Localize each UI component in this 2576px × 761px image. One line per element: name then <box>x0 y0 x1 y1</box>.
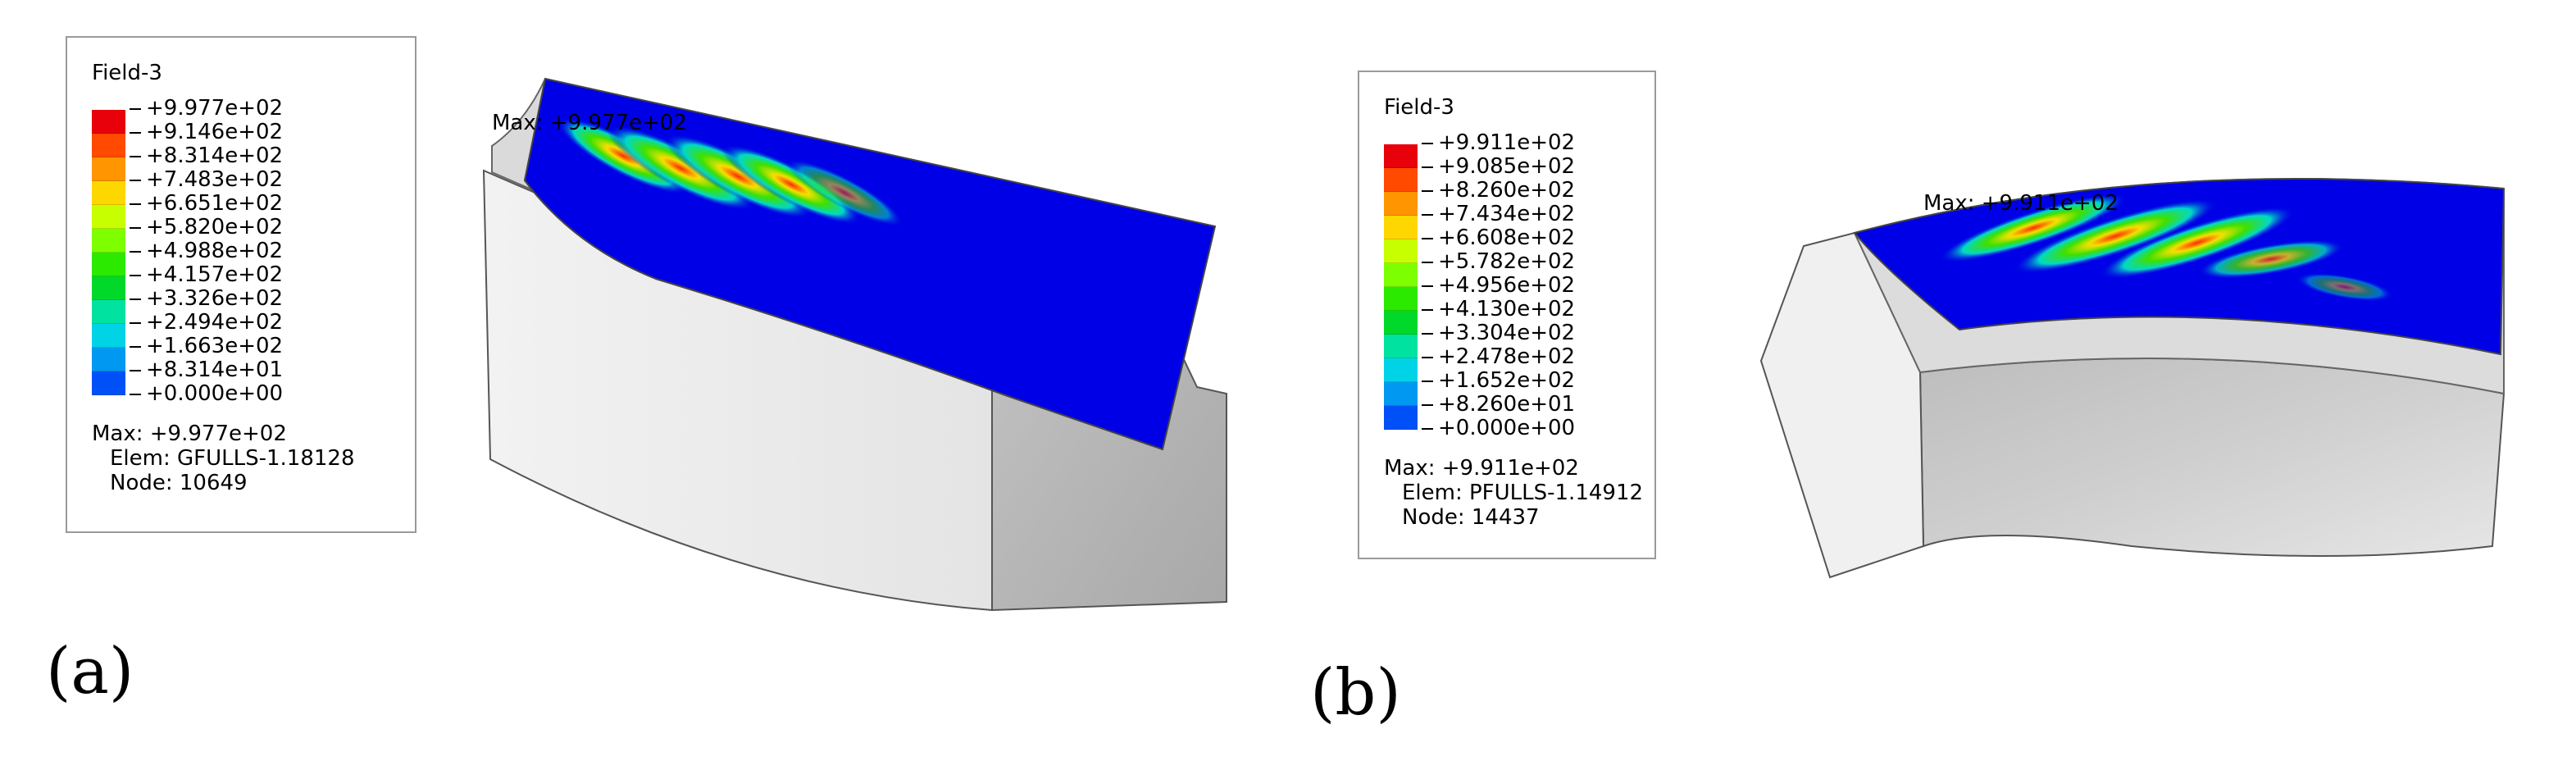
colorbar-swatch <box>1384 263 1418 287</box>
legend-a-tick: +2.494e+02 <box>130 311 283 335</box>
legend-b-tick: +3.304e+02 <box>1422 321 1575 345</box>
legend-b: Field-3 +9.911e+02 +9.085e+02 +8.260e+02… <box>1358 71 1656 559</box>
legend-b-tick: +5.782e+02 <box>1422 250 1575 274</box>
legend-a-ticks: +9.977e+02 +9.146e+02 +8.314e+02 +7.483e… <box>130 97 283 406</box>
legend-a-tick: +6.651e+02 <box>130 192 283 216</box>
colorbar-swatch <box>92 134 125 157</box>
colorbar-swatch <box>1384 239 1418 263</box>
legend-a-tick: +9.146e+02 <box>130 121 283 144</box>
legend-b-node: Node: 14437 <box>1402 505 1540 530</box>
model-b-hotspots <box>1939 194 2394 302</box>
legend-b-info: Max: +9.911e+02 Elem: PFULLS-1.14912 Nod… <box>1384 456 1643 530</box>
colorbar-swatch <box>1384 216 1418 239</box>
legend-b-tick: +0.000e+00 <box>1422 417 1575 440</box>
legend-b-tick: +4.956e+02 <box>1422 274 1575 298</box>
model-b: Max: +9.911e+02 <box>1759 178 2505 579</box>
legend-b-tick: +6.608e+02 <box>1422 226 1575 250</box>
panel-label-a: (a) <box>46 635 134 709</box>
legend-a-title: Field-3 <box>92 61 162 85</box>
legend-b-tick: +4.130e+02 <box>1422 298 1575 321</box>
legend-b-tick: +7.434e+02 <box>1422 203 1575 226</box>
legend-a-tick: +3.326e+02 <box>130 287 283 311</box>
legend-a-tick: +7.483e+02 <box>130 168 283 192</box>
legend-a-colorbar <box>92 110 125 395</box>
legend-a: Field-3 +9.977e+02 +9.146e+02 +8.314e+02… <box>66 36 416 533</box>
colorbar-swatch <box>1384 287 1418 311</box>
legend-b-title: Field-3 <box>1384 95 1454 120</box>
colorbar-swatch <box>92 229 125 253</box>
model-b-max-annotation: Max: +9.911e+02 <box>1923 191 2119 216</box>
colorbar-swatch <box>92 300 125 324</box>
model-a-hotspots <box>557 117 903 226</box>
panel-label-b: (b) <box>1310 656 1401 730</box>
model-a-max-annotation: Max: +9.977e+02 <box>492 111 687 135</box>
model-a-side-face <box>482 169 993 612</box>
legend-b-tick: +8.260e+01 <box>1422 393 1575 417</box>
legend-b-max: Max: +9.911e+02 <box>1384 456 1579 481</box>
colorbar-swatch <box>1384 358 1418 382</box>
colorbar-swatch <box>92 371 125 395</box>
colorbar-swatch <box>92 253 125 276</box>
legend-a-tick: +8.314e+02 <box>130 144 283 168</box>
legend-a-tick: +4.988e+02 <box>130 239 283 263</box>
legend-b-elem: Elem: PFULLS-1.14912 <box>1402 481 1644 505</box>
legend-a-max: Max: +9.977e+02 <box>92 422 287 446</box>
colorbar-swatch <box>92 157 125 181</box>
colorbar-swatch <box>1384 168 1418 192</box>
legend-a-tick: +8.314e+01 <box>130 358 283 382</box>
legend-b-tick: +8.260e+02 <box>1422 179 1575 203</box>
colorbar-swatch <box>1384 192 1418 216</box>
model-a: Max: +9.977e+02 <box>482 77 1227 612</box>
colorbar-swatch <box>92 205 125 229</box>
colorbar-swatch <box>92 181 125 205</box>
legend-a-tick: +0.000e+00 <box>130 382 283 406</box>
legend-b-tick: +9.085e+02 <box>1422 155 1575 179</box>
legend-b-tick: +1.652e+02 <box>1422 369 1575 393</box>
legend-a-tick: +9.977e+02 <box>130 97 283 121</box>
colorbar-swatch <box>1384 382 1418 406</box>
legend-a-tick: +1.663e+02 <box>130 335 283 358</box>
colorbar-swatch <box>1384 335 1418 358</box>
colorbar-swatch <box>92 348 125 371</box>
legend-b-tick: +9.911e+02 <box>1422 131 1575 155</box>
colorbar-swatch <box>1384 311 1418 335</box>
legend-a-node: Node: 10649 <box>110 471 248 495</box>
colorbar-swatch <box>1384 406 1418 430</box>
colorbar-swatch <box>92 276 125 300</box>
colorbar-swatch <box>92 324 125 348</box>
legend-b-tick: +2.478e+02 <box>1422 345 1575 369</box>
colorbar-swatch <box>1384 144 1418 168</box>
legend-a-tick: +4.157e+02 <box>130 263 283 287</box>
colorbar-swatch <box>92 110 125 134</box>
legend-a-elem: Elem: GFULLS-1.18128 <box>110 446 355 471</box>
model-b-inner-face <box>1918 358 2505 557</box>
legend-b-colorbar <box>1384 144 1418 430</box>
legend-b-ticks: +9.911e+02 +9.085e+02 +8.260e+02 +7.434e… <box>1422 131 1575 440</box>
legend-a-tick: +5.820e+02 <box>130 216 283 239</box>
legend-a-info: Max: +9.977e+02 Elem: GFULLS-1.18128 Nod… <box>92 422 355 495</box>
